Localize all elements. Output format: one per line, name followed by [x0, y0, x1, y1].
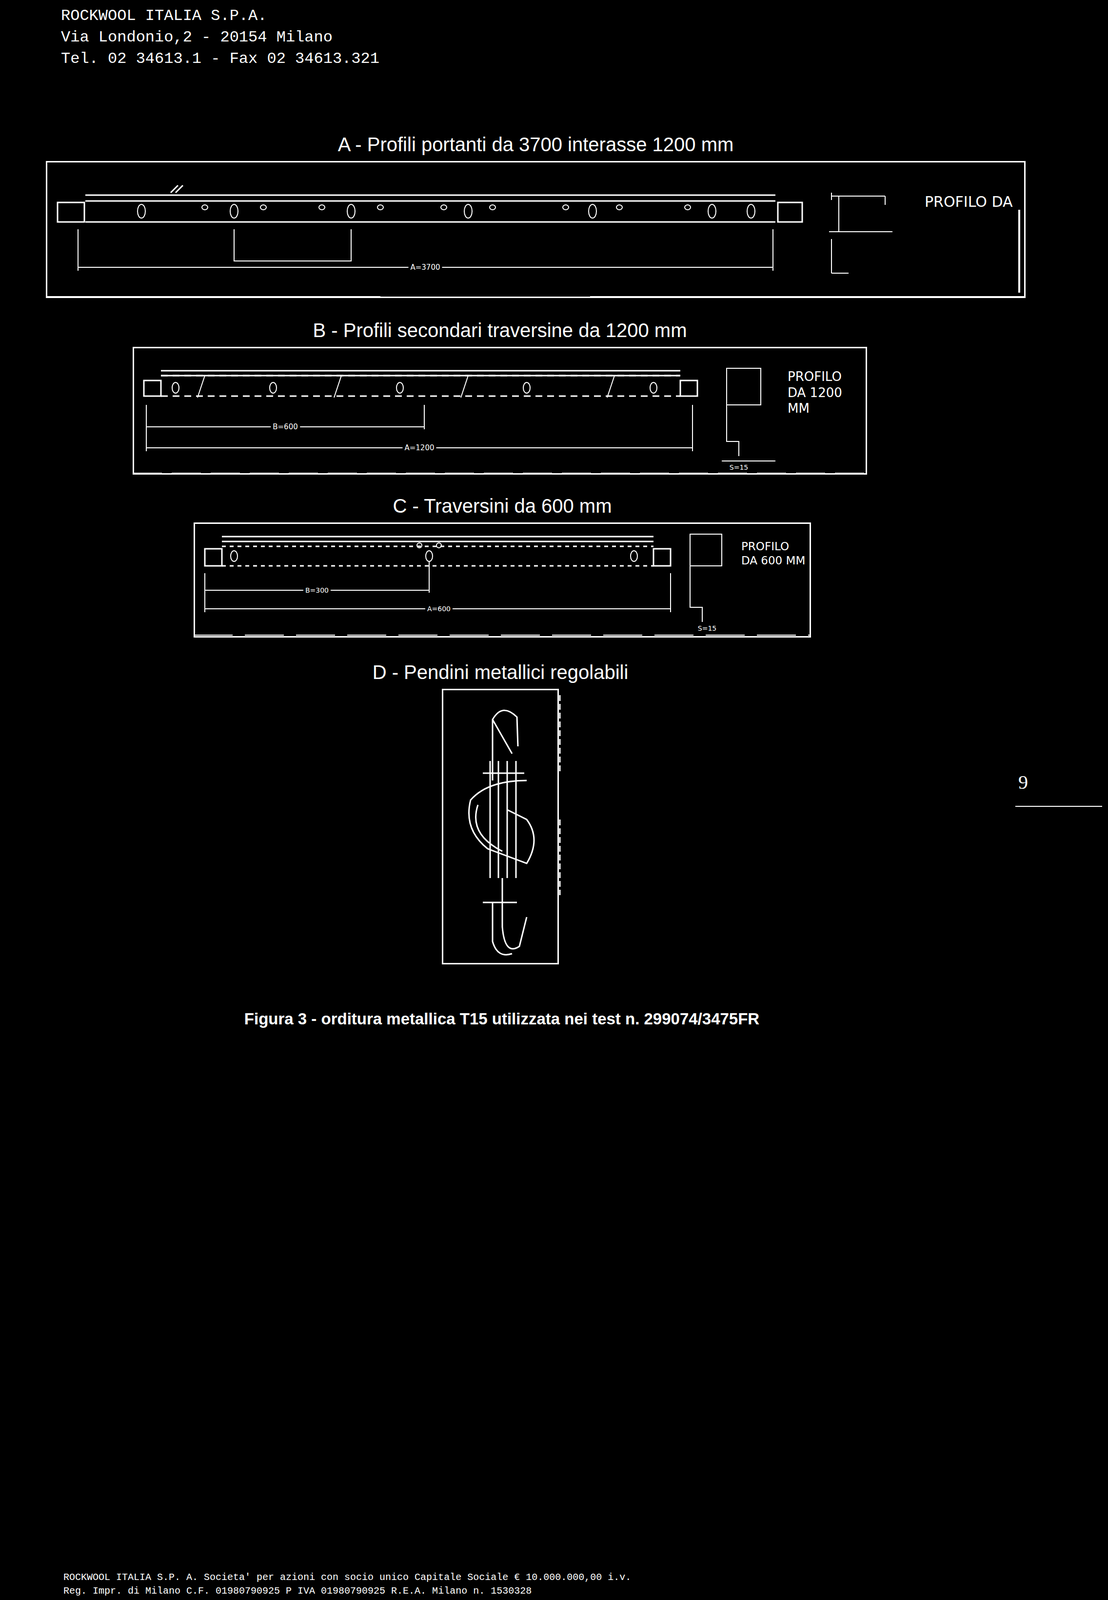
letterhead: ROCKWOOL ITALIA S.P.A.: [60, 6, 267, 25]
footer: Reg. Impr. di Milano C.F. 01980790925 P …: [63, 1584, 532, 1597]
dimension: A=1200: [402, 443, 436, 453]
main-runner: [45, 185, 1026, 297]
panel-heading: B - Profili secondari traversine da 1200…: [313, 319, 688, 342]
figure-panel: A - Profili portanti da 3700 interasse 1…: [45, 160, 1026, 298]
panel-heading: C - Traversini da 600 mm: [392, 494, 612, 517]
profile-label: PROFILO DA 1200 MM: [785, 367, 866, 418]
dimension: A=3700: [408, 262, 442, 272]
figure-panel: B - Profili secondari traversine da 1200…: [132, 346, 868, 475]
profile-label: PROFILO DA: [922, 191, 1015, 213]
footer: ROCKWOOL ITALIA S.P. A. Societa' per azi…: [63, 1571, 632, 1583]
profile-label: PROFILO DA 600 MM: [739, 538, 810, 569]
letterhead: Via Londonio,2 - 20154 Milano: [60, 28, 333, 47]
dimension: B=300: [303, 586, 331, 594]
letterhead: Tel. 02 34613.1 - Fax 02 34613.321: [60, 49, 380, 68]
dimension: A=600: [425, 604, 453, 613]
page-rule: [1015, 805, 1103, 807]
dimension: S=15: [695, 624, 719, 633]
figure-panel: D - Pendini metallici regolabili: [441, 688, 559, 965]
dimension: B=600: [270, 422, 300, 432]
dimension: S=15: [727, 463, 751, 472]
panel-heading: A - Profili portanti da 3700 interasse 1…: [337, 133, 734, 156]
figure-caption: Figura 3 - orditura metallica T15 utiliz…: [244, 1009, 760, 1029]
panel-heading: D - Pendini metallici regolabili: [372, 661, 629, 684]
figure-panel: C - Traversini da 600 mmPROFILO DA 600 M…: [193, 522, 812, 638]
adjustable-hanger: [469, 694, 560, 955]
cross-tee-600: [193, 534, 812, 635]
page-number: 9: [1018, 770, 1029, 794]
cross-tee-1200: [132, 368, 868, 474]
